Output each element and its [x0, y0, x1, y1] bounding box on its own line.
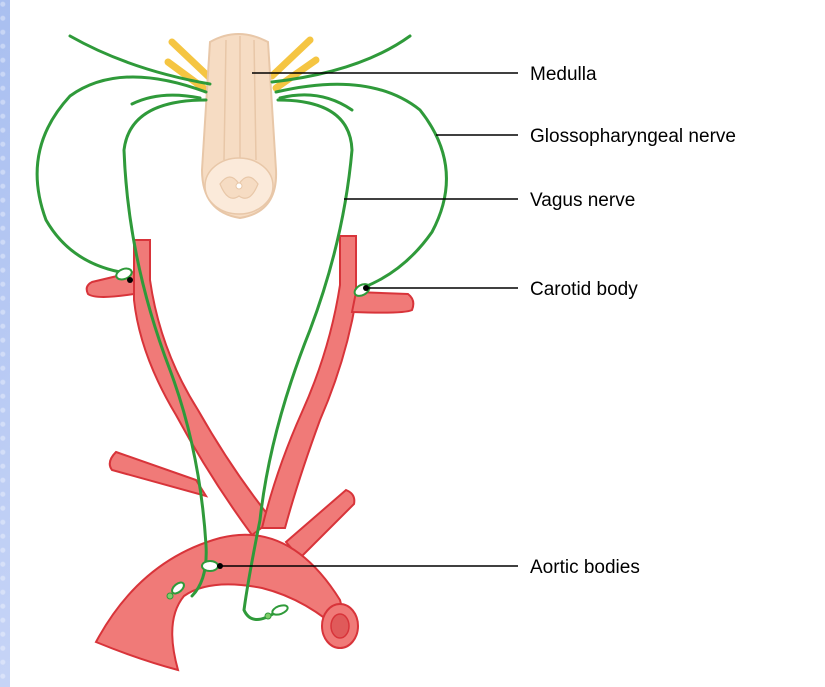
left-subclavian-artery [110, 452, 206, 496]
right-carotid-artery [262, 236, 356, 528]
label-medulla: Medulla [530, 64, 597, 85]
label-aortic-bodies: Aortic bodies [530, 557, 640, 578]
label-carotid-body: Carotid body [530, 279, 638, 300]
arteries [87, 236, 414, 670]
glossopharyngeal-nerve-right [276, 84, 446, 288]
right-subclavian-artery [286, 490, 354, 558]
glossopharyngeal-nerve-left [37, 77, 206, 272]
label-vagus-nerve: Vagus nerve [530, 190, 635, 211]
label-glossopharyngeal-nerve: Glossopharyngeal nerve [530, 126, 736, 147]
aortic-body-3 [265, 604, 289, 619]
medulla-structure [168, 34, 316, 218]
aortic-arch [96, 535, 350, 670]
